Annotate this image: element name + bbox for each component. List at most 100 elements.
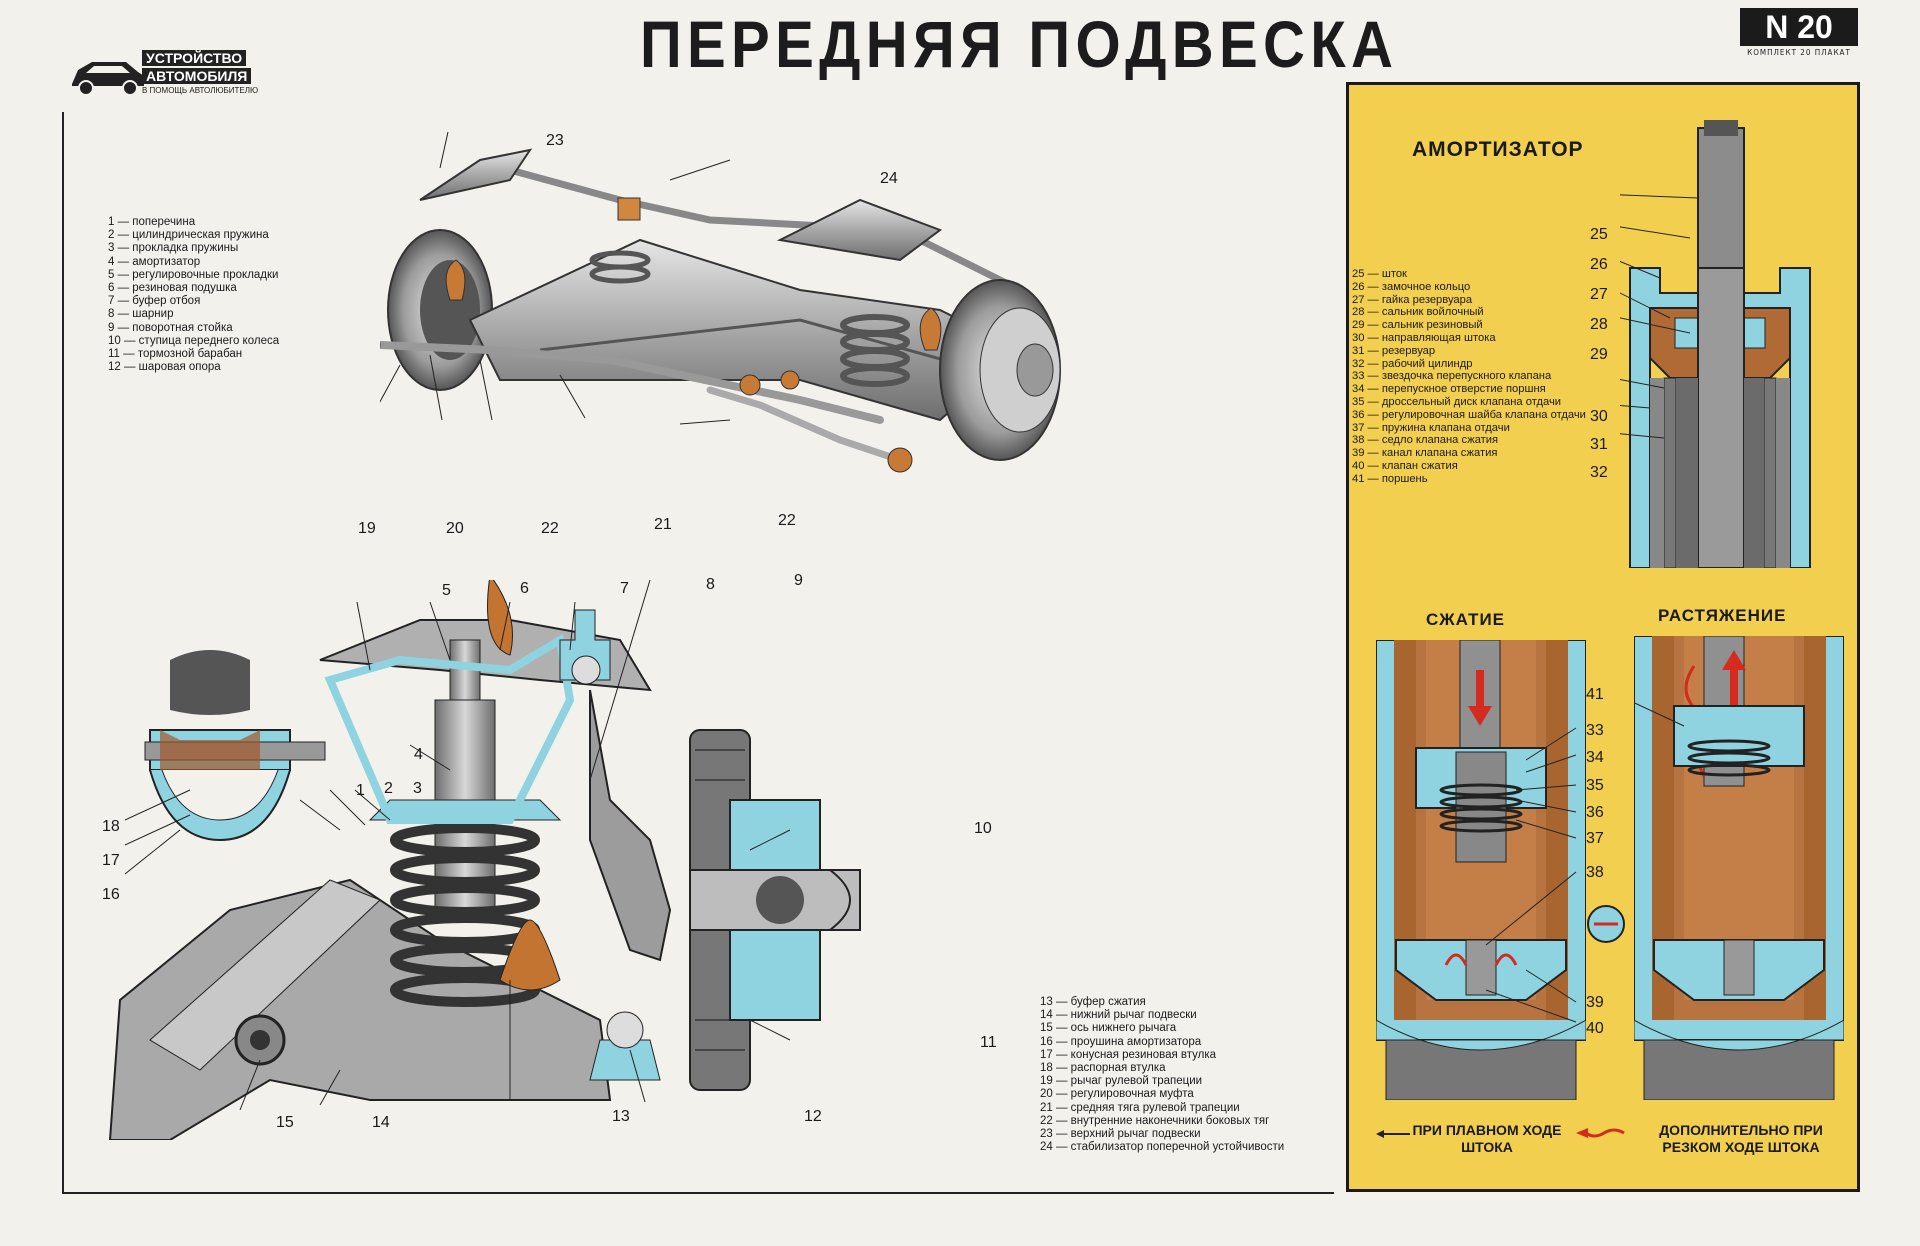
legend-item: 35 — дроссельный диск клапана отдачи [1352,395,1562,408]
legend-item: 30 — направляющая штока [1352,331,1496,344]
rebound-heading: РАСТЯЖЕНИЕ [1658,606,1787,625]
coil-spring-left [589,250,651,284]
logo-line-1: УСТРОЙСТВО [142,50,247,66]
callout-35: 35 [1586,777,1604,794]
legend-item: 3 — прокладка пружины [108,242,239,255]
callout-23: 23 [546,132,564,149]
shock-rebound-cutaway [1634,636,1844,1100]
callout-39: 39 [1586,994,1604,1011]
steering-linkage [380,341,884,424]
legend-item: 24 — стабилизатор поперечной устойчивост… [1040,1141,1285,1154]
callout-24: 24 [880,170,898,187]
legend-item: 10 — ступица переднего колеса [108,334,280,347]
poster-set-label: КОМПЛЕКТ 20 ПЛАКАТ [1747,48,1851,57]
callout-27: 27 [1590,286,1608,303]
callout-7: 7 [620,580,629,597]
legend-item: 20 — регулировочная муфта [1040,1088,1194,1101]
callout-32: 32 [1590,464,1608,481]
callout-31: 31 [1590,436,1608,453]
legend-item: 18 — распорная втулка [1040,1062,1166,1075]
callout-38: 38 [1586,864,1604,881]
suspension-cutaway-drawing [108,580,861,1140]
black-flow-arrow-icon [1376,1130,1410,1138]
legend-item: 22 — внутренние наконечники боковых тяг [1040,1114,1270,1127]
legend-item: 1 — поперечина [108,216,196,228]
shock-cutaway-main [1620,120,1811,568]
steering-knuckle [589,689,672,962]
poster-number-badge: N 20 [1740,8,1858,46]
left-frame [62,112,1334,1194]
callout-6: 6 [520,580,529,597]
lower-arm [108,878,612,1140]
compression-heading: СЖАТИЕ [1426,610,1506,629]
legend-item: 28 — сальник войлочный [1352,306,1484,319]
legend-item: 40 — клапан сжатия [1352,459,1458,472]
legend-item: 5 — регулировочные прокладки [108,268,279,281]
shock-eye-detail [144,650,326,842]
valve-inset-circle [1587,905,1625,943]
legend-item: 32 — рабочий цилиндр [1352,357,1473,370]
legend-item: 9 — поворотная стойка [108,321,233,334]
callout-36: 36 [1586,804,1604,821]
legend-parts-1-12: 1 — поперечина 2 — цилиндрическая пружин… [108,216,279,374]
legend-item: 14 — нижний рычаг подвески [1040,1009,1197,1022]
legend-item: 26 — замочное кольцо [1352,280,1471,293]
callout-30: 30 [1590,408,1608,425]
red-flow-arrow-icon [1576,1128,1625,1138]
suspension-perspective-drawing [380,131,1061,473]
legend-item: 21 — средняя тяга рулевой трапеции [1040,1101,1240,1114]
callout-12: 12 [804,1108,822,1125]
shock-panel-title: АМОРТИЗАТОР [1412,138,1584,161]
legend-item: 37 — пружина клапана отдачи [1352,421,1510,434]
callout-17: 17 [102,852,120,869]
stabilizer-bar [506,166,1024,294]
callout-16: 16 [102,886,120,903]
legend-item: 34 — перепускное отверстие поршня [1352,383,1546,396]
callout-18: 18 [102,818,120,835]
legend-item: 25 — шток [1352,268,1407,280]
callout-25: 25 [1590,226,1608,243]
callout-11: 11 [980,1034,997,1051]
legend-item: 39 — канал клапана сжатия [1352,447,1498,460]
callout-8: 8 [706,576,715,593]
callout-2: 2 [384,780,393,797]
callout-26: 26 [1590,256,1608,273]
callout-40: 40 [1586,1020,1604,1037]
legend-item: 4 — амортизатор [108,255,201,268]
coil-spring-right [840,314,910,387]
legend-item: 16 — проушина амортизатора [1040,1035,1202,1048]
callout-3: 3 [413,780,422,797]
legend-item: 17 — конусная резиновая втулка [1040,1048,1217,1061]
legend-item: 7 — буфер отбоя [108,295,201,308]
callout-34: 34 [1586,749,1604,766]
logo-line-2: АВТОМОБИЛЯ [142,68,252,84]
car-logo-icon [72,62,144,96]
legend-item: 29 — сальник резиновый [1352,319,1483,332]
legend-item: 2 — цилиндрическая пружина [108,229,269,242]
legend-item: 31 — резервуар [1352,344,1436,357]
legend-item: 27 — гайка резервуара [1352,293,1473,306]
callout-10: 10 [974,820,992,837]
callout-19: 19 [358,520,376,537]
legend-item: 38 — седло клапана сжатия [1352,434,1499,447]
callout-33: 33 [1586,722,1604,739]
callout-4: 4 [414,746,423,763]
legend-item: 6 — резиновая подушка [108,282,237,295]
callout-9: 9 [794,572,803,589]
legend-item: 33 — звездочка перепускного клапана [1352,370,1552,383]
callout-28: 28 [1590,316,1608,333]
callout-21: 21 [654,516,672,533]
callout-41: 41 [1586,686,1604,703]
callout-13: 13 [612,1108,630,1125]
legend-item: 23 — верхний рычаг подвески [1040,1128,1201,1141]
callout-22-right: 22 [778,512,796,529]
callout-37: 37 [1586,830,1604,847]
callout-20: 20 [446,520,464,537]
upper-arm-right [776,198,943,262]
note-sharp-stroke: ДОПОЛНИТЕЛЬНО ПРИ РЕЗКОМ ХОДЕ ШТОКА [1659,1122,1823,1155]
callout-29: 29 [1590,346,1608,363]
callout-22-left: 22 [541,520,559,537]
legend-item: 8 — шарнир [108,308,174,321]
legend-item: 41 — поршень [1352,472,1428,485]
